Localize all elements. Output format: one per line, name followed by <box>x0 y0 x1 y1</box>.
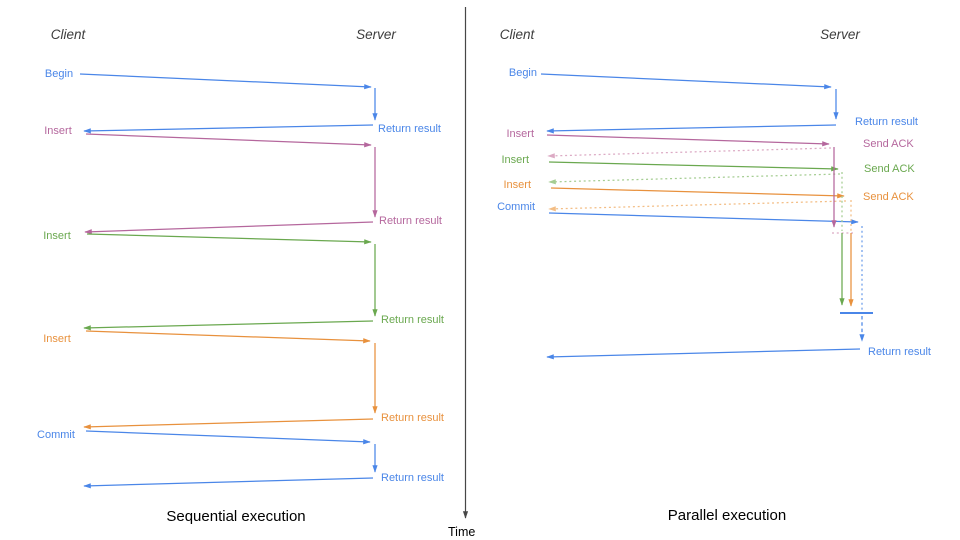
time-axis: Time <box>448 7 475 539</box>
begin-request-line <box>79 73 372 90</box>
send-ack-1: Send ACK <box>863 138 914 150</box>
return-result-5: Return result <box>381 472 444 484</box>
insert3-request-line <box>85 330 371 344</box>
send-ack-2: Send ACK <box>864 163 915 175</box>
insert3-response-line <box>83 418 374 430</box>
insert1-request-line <box>546 134 830 147</box>
commit-response-line <box>83 477 374 489</box>
insert2-ack-line <box>548 173 841 185</box>
insert1-request-line <box>85 133 372 148</box>
column-header-server: Server <box>356 27 396 42</box>
insert1-label: Insert <box>506 128 534 140</box>
return-result-4: Return result <box>381 412 444 424</box>
column-header-client: Client <box>51 27 87 42</box>
insert2-request-line <box>548 161 839 172</box>
insert1-ack-line <box>547 147 832 159</box>
insert2-request-line <box>86 233 372 245</box>
insert2-response-line <box>83 320 374 331</box>
insert3-label: Insert <box>503 179 531 191</box>
commit-request-line <box>85 430 371 445</box>
return-result-1: Return result <box>378 123 441 135</box>
insert3-label: Insert <box>43 333 71 345</box>
final-response-line <box>546 348 861 360</box>
begin-request-line <box>540 73 832 90</box>
insert1-response-line <box>84 221 374 235</box>
insert2-label: Insert <box>501 154 529 166</box>
begin-label: Begin <box>509 67 537 79</box>
insert3-ack-line <box>548 200 847 212</box>
time-axis-label: Time <box>448 525 475 539</box>
commit-request-line <box>548 212 859 225</box>
commit-label: Commit <box>497 201 535 213</box>
begin-response-line <box>546 124 837 134</box>
commit-label: Commit <box>37 429 75 441</box>
diagram-title-parallel: Parallel execution <box>668 507 786 524</box>
diagram-title-sequential: Sequential execution <box>166 508 305 525</box>
begin-label: Begin <box>45 68 73 80</box>
begin-response-line <box>83 124 374 134</box>
send-ack-3: Send ACK <box>863 191 914 203</box>
column-header-client: Client <box>500 27 536 42</box>
column-header-server: Server <box>820 27 860 42</box>
insert2-label: Insert <box>43 230 71 242</box>
return-result-3: Return result <box>381 314 444 326</box>
insert3-request-line <box>550 187 845 199</box>
insert1-label: Insert <box>44 125 72 137</box>
return-result-2: Return result <box>868 346 931 358</box>
return-result-2: Return result <box>379 215 442 227</box>
return-result-1: Return result <box>855 116 918 128</box>
